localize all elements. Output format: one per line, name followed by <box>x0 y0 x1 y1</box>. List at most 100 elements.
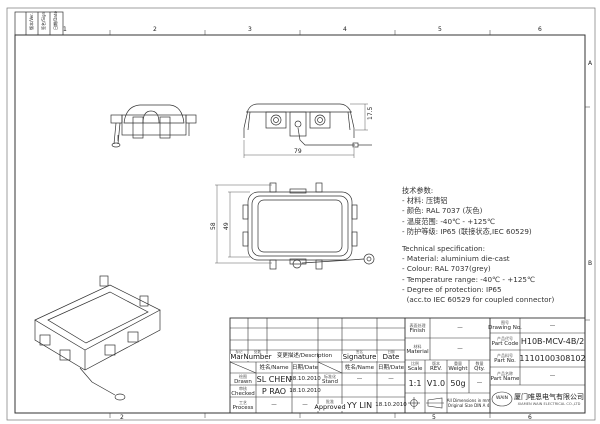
rev-en: REV. <box>429 366 443 372</box>
column-marker-3: 3 <box>248 26 252 33</box>
checked-name-value: P RAO <box>261 386 287 396</box>
rev-sign-label: 签名/Sign <box>41 11 46 30</box>
date-subheader-2: 日期/Date <box>378 364 404 371</box>
finish-en: Finish <box>409 327 426 334</box>
dimensions-note-line: All Dimensions in mm <box>446 398 491 403</box>
spec-cn-line: - 防护等级: IP65 (联接状态,IEC 60529) <box>402 226 532 236</box>
scale-en: Scale <box>407 366 423 372</box>
stand-name: — <box>356 376 363 382</box>
rev-version-label: 版本/Ver. <box>29 13 34 30</box>
process-en: Process <box>232 404 254 411</box>
outer-border <box>6 7 596 421</box>
rev-value-text: V1.0 <box>426 378 446 388</box>
approved-en: Approved <box>313 403 347 411</box>
qty-en: Qty. <box>474 366 485 372</box>
part-name-value: — <box>549 373 556 379</box>
zone-ticks <box>109 30 590 418</box>
column-marker-4: 4 <box>343 26 347 33</box>
finish-value: — <box>457 325 463 331</box>
spec-cn-line: - 温度范围: -40℃ - +125℃ <box>402 216 496 226</box>
drawn-en: Drawn <box>234 378 252 385</box>
side-view <box>243 103 372 158</box>
spec-en-title: Technical specification: <box>402 244 486 254</box>
stand-date: — <box>388 376 394 382</box>
row-marker-a: A <box>588 60 593 67</box>
weight-cn: 重量 <box>454 361 462 366</box>
spec-en-line: - Temperature range: -40℃ - +125℃ <box>402 274 536 284</box>
approved-name-value: YY LIN <box>346 400 373 410</box>
part-no-en: Part No. <box>494 358 516 364</box>
drawn-name-value: SL CHEN <box>256 374 292 384</box>
part-code-cn: 产品代号 <box>497 336 513 341</box>
checked-name: P RAO <box>256 385 292 397</box>
spec-cn-line: - 材料: 压铸铝 <box>402 196 448 206</box>
spec-cn-line: - 颜色: RAL 7037 (灰色) <box>402 206 483 216</box>
part-code-text: H10B-MCV-4B/2 <box>520 337 585 346</box>
part-code-en: Part Code <box>491 341 519 347</box>
spec-en-line: - Material: aluminium die-cast <box>402 254 510 264</box>
company-name-en: XIAMEN WAIN ELECTRICAL CO.,LTD <box>517 402 581 406</box>
company-logo-text: WAIN <box>496 396 508 401</box>
part-code-value: H10B-MCV-4B/2 <box>520 333 585 350</box>
part-no-text: 1110100308102 <box>519 354 586 363</box>
spec-en-line: - Colour: RAL 7037(grey) <box>402 264 491 274</box>
dimension-height: 17.5 <box>367 106 374 120</box>
rev-value: V1.0 <box>425 373 447 393</box>
dimension-lines-top <box>215 184 272 264</box>
scale-value: 1:1 <box>405 373 425 393</box>
dimension-inner: 49 <box>223 222 230 230</box>
revision-box <box>14 11 64 36</box>
column-marker-bottom-6: 6 <box>528 414 532 421</box>
company-logo-icon <box>491 391 513 407</box>
material-cn: 材料 <box>413 343 422 349</box>
process-date: — <box>302 402 308 408</box>
row-marker-b: B <box>588 260 593 267</box>
finish-cn: 表面处理 <box>409 322 426 328</box>
signature-en: Signature <box>342 353 377 362</box>
number-cn: 处数 <box>254 349 261 354</box>
column-marker-bottom-5: 5 <box>432 414 436 421</box>
dimension-width: 79 <box>294 148 302 155</box>
rev-cn: 版本 <box>432 361 440 366</box>
stand-cn: 标准化 <box>324 373 336 379</box>
dimension-outer: 58 <box>210 222 217 230</box>
approved-cn: 批准 <box>326 399 334 404</box>
checked-en: Checked <box>231 390 255 397</box>
end-view <box>110 104 197 148</box>
technical-specification: 技术参数: - 材料: 压铸铝 - 颜色: RAL 7037 (灰色) - 温度… <box>402 186 554 305</box>
column-marker-bottom-2: 2 <box>120 414 124 421</box>
part-no-value: 1110100308102 <box>519 350 586 367</box>
date-en: Date <box>382 353 400 362</box>
part-name-cn: 产品名称 <box>497 370 513 376</box>
drawing-no-value: — <box>549 322 556 329</box>
weight-value-text: 50g <box>450 378 466 388</box>
material-value: — <box>457 346 463 352</box>
qty-cn: 数量 <box>475 361 484 366</box>
process-name: — <box>271 402 277 408</box>
drawing-no-cn: 图号 <box>501 320 509 325</box>
rev-date-label: 日期/Date <box>53 11 58 30</box>
weight-value: 50g <box>447 373 469 393</box>
process-cn: 工艺 <box>239 399 247 405</box>
dimensions-note-line: Original Size DIN A 4 <box>447 403 490 408</box>
number-en: Number <box>242 353 273 362</box>
part-no-cn: 产品料号 <box>497 353 513 358</box>
dimension-lines <box>243 103 368 158</box>
drawn-cn: 绘图 <box>239 373 247 379</box>
material-en: Material <box>406 348 429 355</box>
